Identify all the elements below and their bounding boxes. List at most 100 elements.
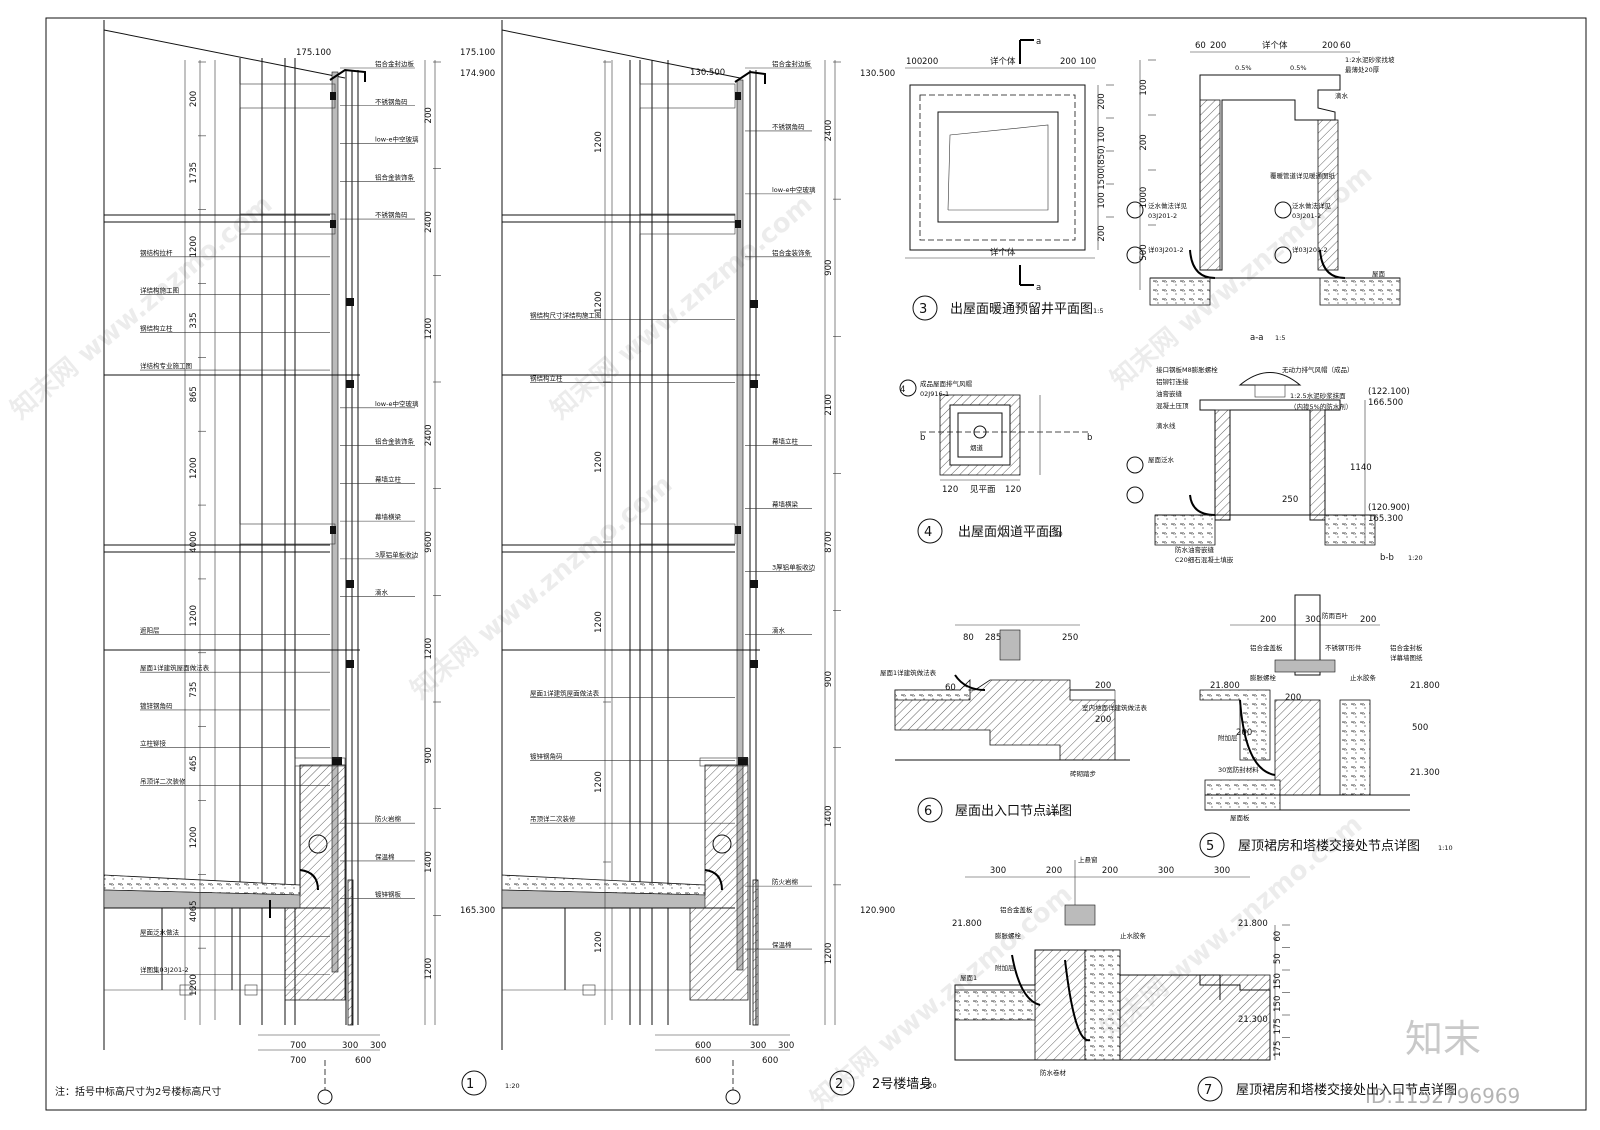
detail-2-callout: 钢结构尺寸详结构施工图 [530,311,602,320]
detail-1-callout: low-e中空玻璃 [375,135,419,144]
detail-1-callout: 立柱铆接 [140,739,167,748]
detail-bb-note: C20细石混凝土填嵌 [1175,555,1234,564]
detail-6-dim: 285 [985,633,1001,643]
detail-1-callout: 滴水 [375,588,389,597]
detail-1-dim-right: 200 [424,107,434,123]
detail-bb-note: 油膏嵌缝 [1156,389,1183,398]
detail-bb-note: 防水油膏嵌缝 [1175,545,1215,554]
detail-2-callout: 幕墙横梁 [772,500,799,509]
detail-1-wall-section [103,20,487,1105]
detail-6-title: 屋面出入口节点详图 [955,804,1072,819]
detail-2-callout: 铝合金装饰条 [772,248,812,257]
detail-bb-elevation: (122.100) [1368,387,1410,397]
detail-5-note: 止水胶条 [1350,673,1377,682]
detail-5-note: 30宽防封材料 [1218,765,1259,774]
detail-4-section-mark: b [920,433,925,443]
detail-1-callout: 屋面泛水做法 [140,927,180,936]
detail-5-note: 详幕墙图纸 [1390,653,1423,662]
detail-1-dim-left: 4065 [189,900,199,922]
detail-5-junction-node [1199,594,1410,858]
detail-aa-title: a-a [1250,333,1264,343]
detail-5-note: 附加层 [1218,733,1238,742]
detail-1-dim-right: 2400 [424,425,434,447]
detail-bb-note: 接口钢板M8膨胀螺栓 [1156,365,1218,374]
detail-2-dim-right: 8700 [824,531,834,553]
detail-2-number-circle [829,1070,855,1096]
detail-1-callout: 详结构施工图 [140,286,179,295]
detail-5-elevation: 21.800 [1410,681,1440,691]
detail-2-number: 2 [835,1077,843,1092]
detail-7-dim-top: 200 [1046,866,1062,876]
detail-bb-scale: 1:20 [1408,554,1423,562]
detail-2-dim-right: 900 [824,260,834,276]
detail-aa-dim-side: 500 [1139,244,1149,260]
detail-7-dim-top: 300 [1158,866,1174,876]
detail-7-dim-side: 175 [1273,1018,1283,1034]
detail-bb-dim: 250 [1282,495,1298,505]
detail-1-elevation-top-right: 175.100 [460,48,495,58]
detail-6-note: 室内地面详建筑做法表 [1082,703,1148,712]
detail-1-callout: 幕墙横梁 [375,512,402,521]
detail-1-dim-right: 900 [424,747,434,763]
detail-4-dim: 见平面 [970,485,996,495]
detail-1-dim-left: 865 [189,386,199,402]
detail-6-dim: 80 [963,633,974,643]
detail-1-callout: 吊顶详二次装修 [140,776,186,785]
detail-2-callout: 铝合金封边板 [772,59,812,68]
detail-2-dim-bottom: 300 [750,1041,766,1051]
detail-6-number: 6 [924,804,932,819]
detail-2-dim-right: 1400 [824,805,834,827]
detail-3-dim: 100 [906,57,922,67]
detail-1-dim-left: 1200 [189,827,199,849]
detail-7-note: 屋面1 [960,974,977,982]
detail-1-callout: 铝合金装饰条 [375,172,415,181]
detail-7-dim-side: 150 [1273,973,1283,989]
detail-aa-note: 详03J201-2 [1148,245,1184,254]
detail-3-dim-side: 200 [1097,93,1107,109]
detail-6-dim: 200 [1095,715,1111,725]
detail-aa-section [1126,51,1401,306]
detail-4-plan [899,379,1090,544]
detail-2-dim-left: 1200 [594,451,604,473]
detail-4-dim: 120 [942,485,958,495]
detail-2-callout: 保温棉 [772,940,792,949]
detail-2-dim-bottom: 600 [695,1041,711,1051]
detail-1-dim-right: 1200 [424,958,434,980]
detail-2-title: 2号楼墙身 [872,1076,932,1092]
detail-bb-elevation: (120.900) [1368,503,1410,513]
detail-1-dim-bottom: 700 [290,1041,306,1051]
detail-7-note: 止水胶条 [1120,931,1147,940]
detail-bb-elevation: 166.500 [1368,398,1403,408]
detail-4-title: 出屋面烟道平面图 [958,525,1062,540]
detail-aa-dim-side: 200 [1139,134,1149,150]
detail-2-dim-right: 900 [824,671,834,687]
detail-1-dim-bottom: 300 [370,1041,386,1051]
detail-3-dim-side: 100 [1097,126,1107,142]
detail-bb-section [1126,372,1376,546]
detail-1-dim-right: 1200 [424,318,434,340]
detail-1-dim-left: 1200 [189,457,199,479]
detail-5-dim: 200 [1260,615,1276,625]
detail-1-callout: 钢结构立柱 [140,323,173,332]
detail-aa-dim: 200 [1210,41,1226,51]
detail-1-callout: 钢结构拉杆 [140,248,173,257]
detail-4-number: 4 [924,525,932,540]
detail-2-dim-bottom: 600 [695,1056,711,1066]
detail-aa-slope: 0.5% [1290,64,1307,72]
detail-4-callout-number: 4 [900,385,905,395]
detail-5-note: 防雨百叶 [1322,611,1349,620]
detail-7-number: 7 [1204,1083,1212,1098]
detail-4-section-mark: b [1087,433,1092,443]
detail-7-dim-top: 200 [1102,866,1118,876]
detail-7-note: 膨胀螺栓 [995,931,1022,940]
detail-bb-note: 屋面泛水 [1148,455,1175,464]
detail-aa-dim: 60 [1340,41,1351,51]
detail-7-dim-side: 50 [1273,953,1283,964]
detail-aa-dim-side: 100 [1139,79,1149,95]
detail-6-dim: 250 [1062,633,1078,643]
detail-bb-note: 滴水线 [1156,421,1176,430]
detail-1-callout: 遮阳层 [140,625,160,634]
